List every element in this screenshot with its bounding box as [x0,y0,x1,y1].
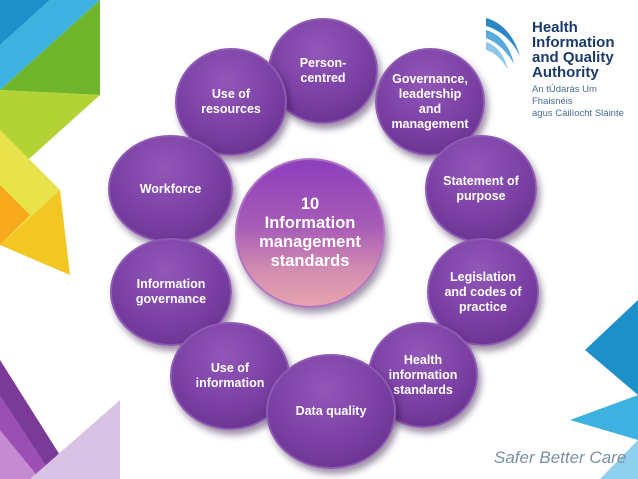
standard-label: Person- centred [299,56,347,85]
logo-title-line: Information [532,34,615,51]
logo-title-line: Health [532,19,578,36]
standard-label: Information governance [135,277,207,306]
logo-title-line: and Quality [532,49,614,66]
tagline: Safer Better Care [494,448,627,467]
standard-label: Health information standards [388,352,458,397]
standard-label: Statement of purpose [443,174,519,203]
standard-information-governance: Information governance [110,238,232,346]
standard-label: Use of information [195,361,265,390]
standard-label: Workforce [139,181,202,196]
logo-irish-line: agus Cáilíocht Sláinte [532,108,624,119]
standard-statement-of-purpose: Statement of purpose [425,135,537,243]
standard-workforce: Workforce [108,135,233,243]
standard-label: Use of resources [201,87,261,116]
logo-title: Health Information and Quality Authority [532,20,615,80]
logo-irish-name: An tÚdarás Um Fhaisnéis agus Cáilíocht S… [532,84,638,120]
standard-label: Legislation and codes of practice [444,269,522,314]
standard-label: Data quality [295,404,367,418]
center-label: 10 Information management standards [259,195,361,270]
logo-irish-line: An tÚdarás Um Fhaisnéis [532,84,597,107]
logo-title-line: Authority [532,64,599,81]
hiqa-logo: Health Information and Quality Authority… [480,8,638,120]
standard-data-quality: Data quality [266,354,396,469]
standard-label: Governance, leadership and management [391,72,469,131]
center-circle-information-management-standards: 10 Information management standards [235,158,385,308]
logo-swoosh-icon [486,18,520,70]
